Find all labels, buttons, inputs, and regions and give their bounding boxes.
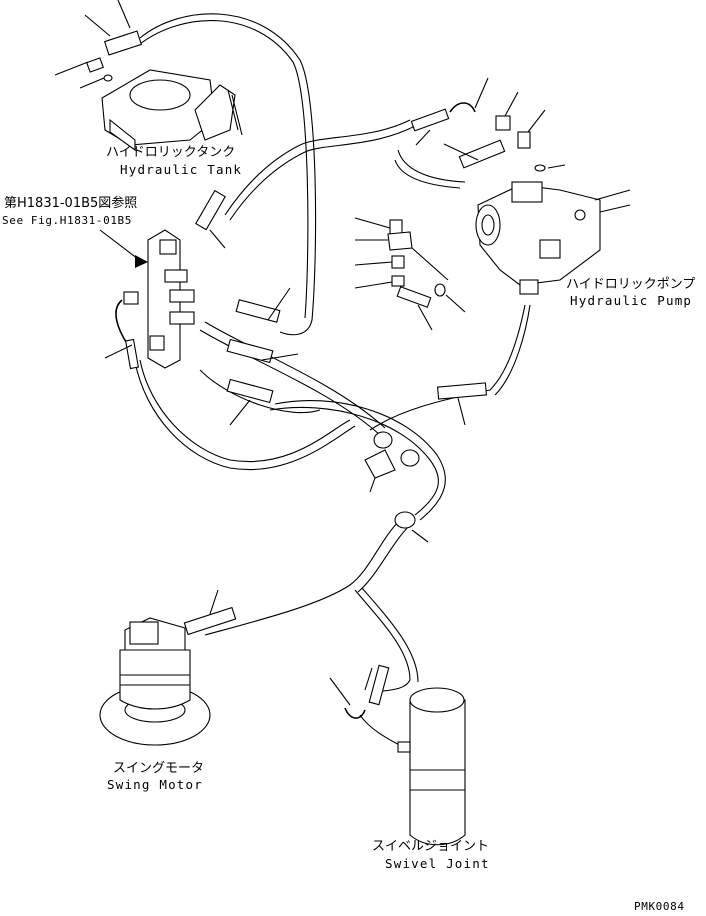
pump-return-fitting xyxy=(436,382,488,426)
swing-motor-label-jp: スイングモータ xyxy=(113,761,204,776)
swivel-joint xyxy=(329,664,466,846)
reference-label-jp: 第H1831-01B5図参照 xyxy=(4,195,137,211)
reference-label-en: See Fig.H1831-01B5 xyxy=(2,214,132,227)
hydraulic-tank-label-en: Hydraulic Tank xyxy=(120,162,242,177)
control-valve-block xyxy=(99,229,195,370)
labels: ハイドロリックタンク Hydraulic Tank 第H1831-01B5図参照… xyxy=(2,145,695,913)
hydraulic-pump xyxy=(475,181,631,295)
hydraulic-tank-label-jp: ハイドロリックタンク xyxy=(106,145,235,160)
pump-fittings xyxy=(410,77,566,172)
tank-fittings xyxy=(54,0,143,89)
swing-motor-label-en: Swing Motor xyxy=(107,777,203,792)
hydraulic-pump-label-en: Hydraulic Pump xyxy=(570,293,692,308)
swivel-joint-label-jp: スイベルジョイント xyxy=(372,839,489,854)
valve-hose-fittings xyxy=(104,189,299,426)
hydraulic-pump-label-jp: ハイドロリックポンプ xyxy=(566,277,695,292)
swing-motor xyxy=(99,589,237,746)
hose-lines xyxy=(134,13,531,749)
hydraulic-tank xyxy=(101,69,243,152)
swivel-joint-label-en: Swivel Joint xyxy=(385,856,490,871)
hose-clamps xyxy=(364,431,429,543)
center-tee-fittings xyxy=(354,217,466,331)
drawing-code: PMK0084 xyxy=(634,900,685,913)
